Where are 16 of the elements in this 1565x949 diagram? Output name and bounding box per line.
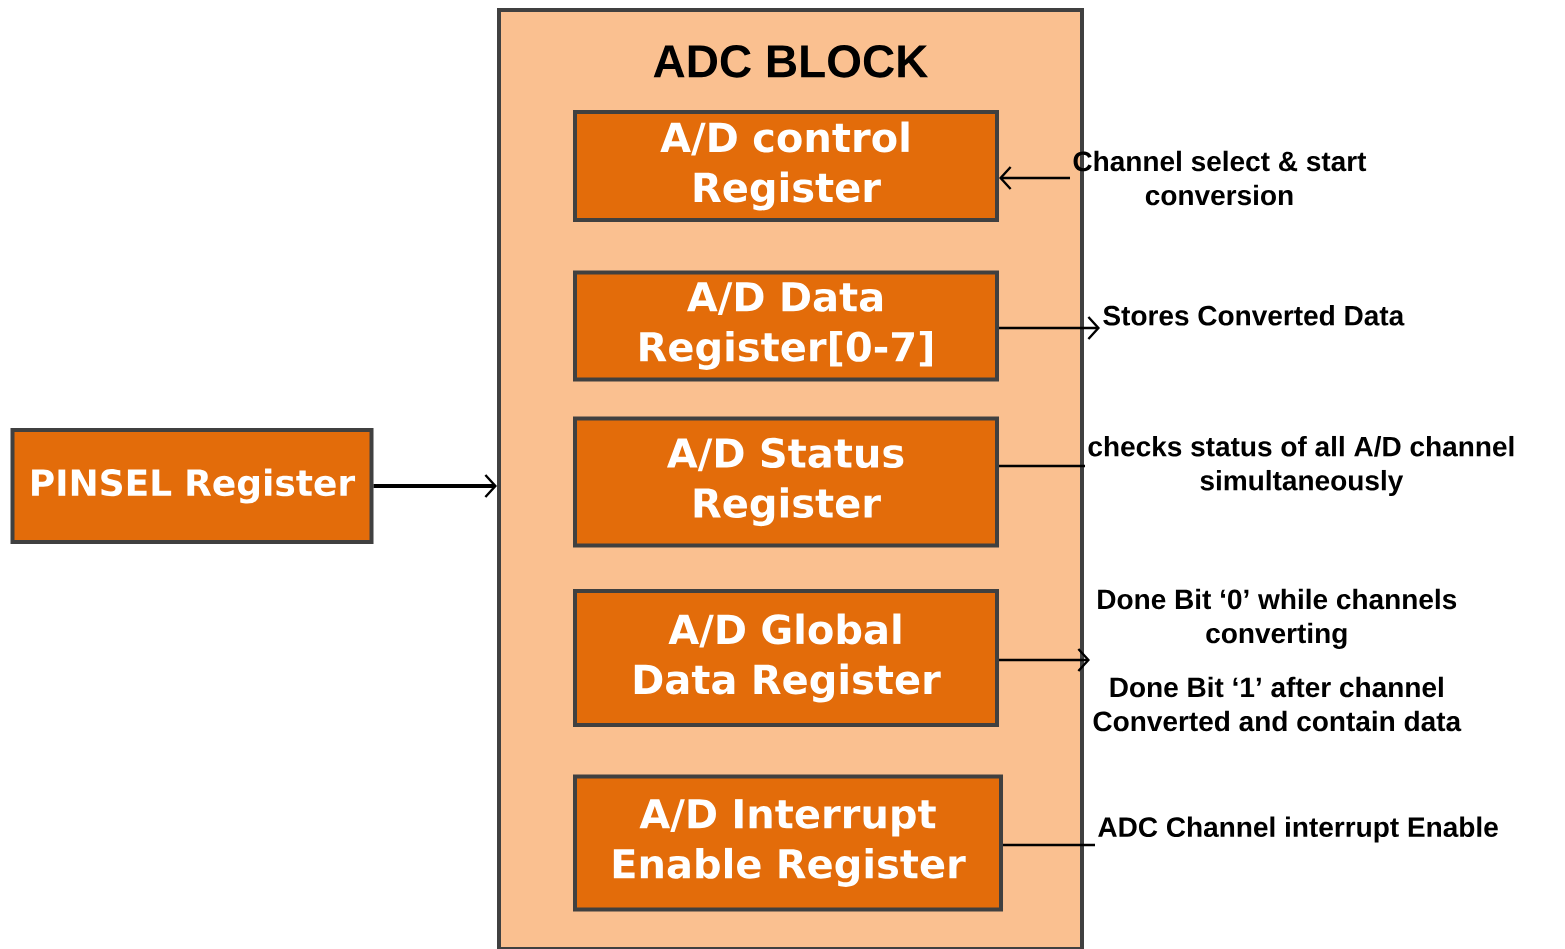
register-box: A/D Interrupt Enable Register (573, 774, 1003, 912)
arrow (999, 166, 1070, 190)
arrow (999, 316, 1100, 340)
annotation-text: ADC Channel interrupt Enable (1098, 816, 1498, 843)
annotation-text: Done Bit ‘0’ while channels converting Done Bit ‘1’ after channel Converted and contain data (1093, 588, 1462, 732)
register-box: A/D Data Register[0-7] (573, 270, 999, 382)
arrow (999, 648, 1090, 672)
register-box: A/D control Register (573, 110, 999, 222)
annotation-text: checks status of all A/D channel simultaneously (1088, 435, 1514, 497)
register-box: PINSEL Register (10, 428, 374, 544)
annotation-text: Stores Converted Data (1103, 305, 1405, 326)
connector-line (999, 464, 1085, 468)
connector-line (1003, 843, 1095, 847)
register-box: A/D Global Data Register (573, 589, 999, 727)
arrow (373, 474, 497, 498)
register-box: A/D Status Register (573, 416, 999, 548)
